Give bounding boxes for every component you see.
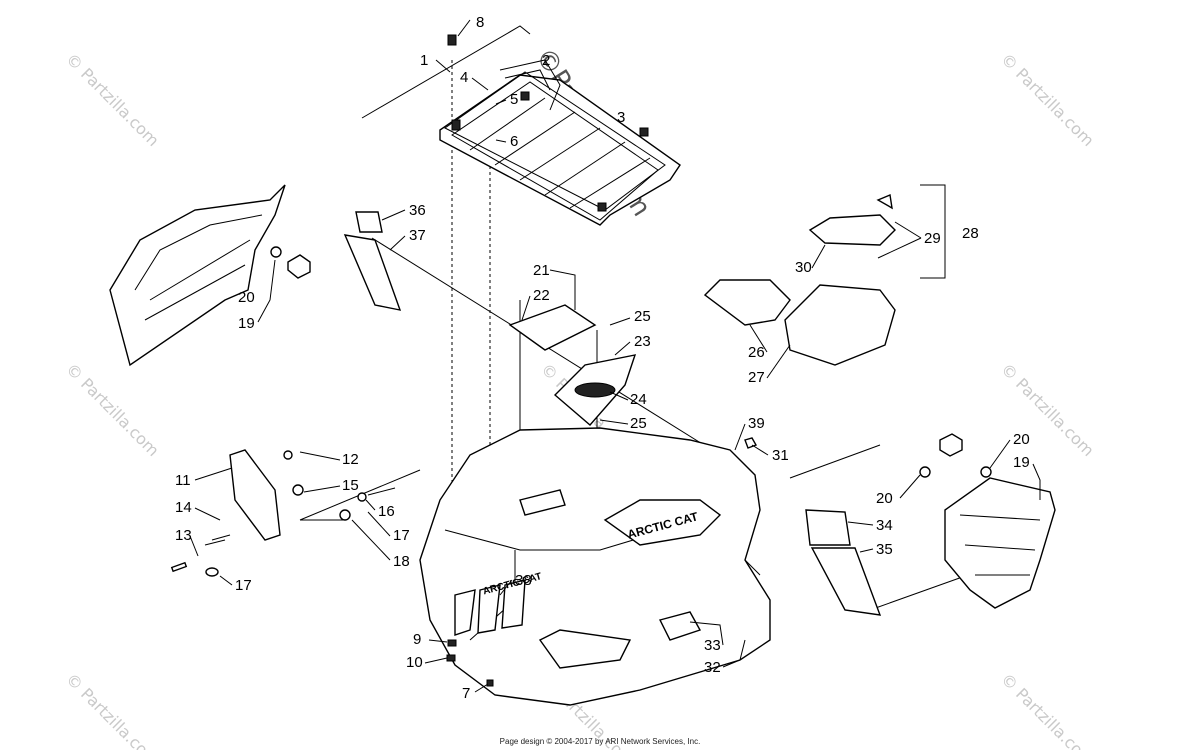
callout-1: 1 [420, 52, 428, 69]
callout-36: 36 [409, 202, 426, 219]
headlight-assembly [170, 449, 396, 577]
callout-31: 31 [772, 447, 789, 464]
callout-13: 13 [175, 527, 192, 544]
callout-25b: 25 [630, 415, 647, 432]
callout-2: 2 [542, 52, 550, 69]
callout-17a: 17 [235, 577, 252, 594]
callout-9: 9 [413, 631, 421, 648]
callout-25a: 25 [634, 308, 651, 325]
callout-29: 29 [924, 230, 941, 247]
callout-12: 12 [342, 451, 359, 468]
watermark: © Partzilla.com [62, 359, 163, 460]
callout-35: 35 [876, 541, 893, 558]
callout-34: 34 [876, 517, 893, 534]
watermark: © Partzilla.com [997, 49, 1098, 150]
callout-4: 4 [460, 69, 468, 86]
callout-5: 5 [510, 91, 518, 108]
callout-32: 32 [704, 659, 721, 676]
right-side-panel [919, 433, 1056, 609]
callout-19a: 19 [238, 315, 255, 332]
callout-leaders [189, 19, 1041, 693]
callout-18: 18 [393, 553, 410, 570]
callout-33: 33 [704, 637, 721, 654]
callout-11: 11 [175, 472, 191, 489]
callout-7: 7 [462, 685, 470, 702]
callout-19b: 19 [1013, 454, 1030, 471]
left-side-panel [109, 184, 311, 367]
callout-labels: 1 2 3 4 5 6 7 8 9 10 11 12 13 14 15 16 1… [175, 14, 1030, 702]
storage-components [508, 194, 896, 426]
callout-20c: 20 [876, 490, 893, 507]
callout-37: 37 [409, 227, 426, 244]
watermark: © Partzilla.com [62, 49, 163, 150]
callout-15: 15 [342, 477, 359, 494]
callout-28: 28 [962, 225, 979, 242]
fasteners [446, 34, 494, 687]
callout-10: 10 [406, 654, 423, 671]
callout-20a: 20 [238, 289, 255, 306]
callout-22: 22 [533, 287, 550, 304]
callout-6: 6 [510, 133, 518, 150]
callout-3: 3 [617, 109, 625, 126]
callout-14: 14 [175, 499, 192, 516]
decals [343, 211, 882, 616]
callout-26: 26 [748, 344, 765, 361]
callout-38: 38 [515, 572, 532, 589]
callout-17b: 17 [393, 527, 410, 544]
callout-39: 39 [748, 415, 765, 432]
callout-30: 30 [795, 259, 812, 276]
front-rack [439, 59, 681, 226]
callout-20b: 20 [1013, 431, 1030, 448]
callout-23: 23 [634, 333, 651, 350]
callout-24: 24 [630, 391, 647, 408]
callout-16: 16 [378, 503, 395, 520]
callout-21: 21 [533, 262, 550, 279]
callout-27: 27 [748, 369, 765, 386]
callout-8: 8 [476, 14, 484, 31]
front-fender-body: ARCTIC CAT ARCTIC CAT [419, 427, 771, 706]
footer-text: Page design © 2004-2017 by ARI Network S… [499, 737, 701, 746]
